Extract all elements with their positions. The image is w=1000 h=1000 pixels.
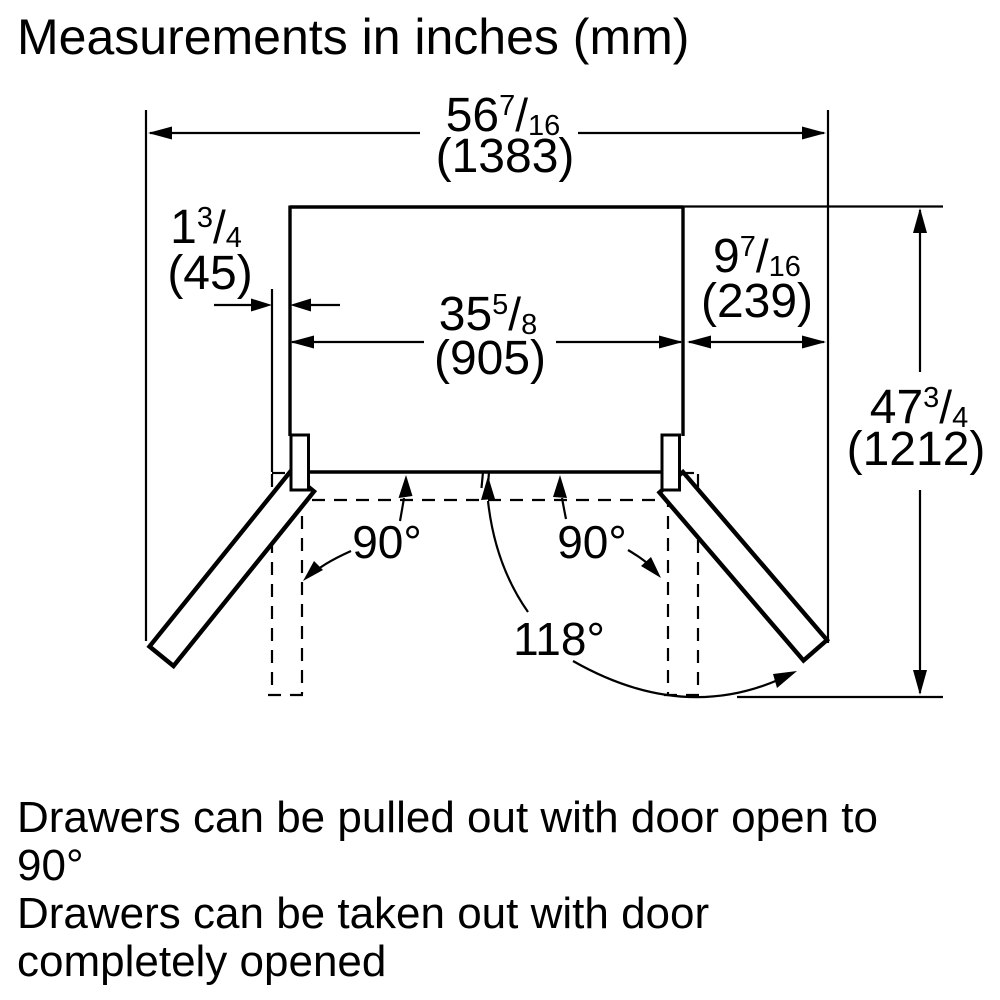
page-title: Measurements in inches (mm) [17, 9, 690, 65]
max-angle-arc-tail [572, 660, 779, 699]
label-left-door-angle: 90° [352, 516, 422, 568]
right-angle-arrow-up-head [553, 475, 567, 498]
label-cabinet-width-inches: 355/8 [439, 288, 537, 341]
extension-lines [144, 110, 943, 699]
left-angle-arrow-up-head [398, 475, 413, 498]
arrowhead-depth-down [913, 670, 927, 695]
hinges [289, 433, 681, 492]
label-protrusion-inches: 13/4 [170, 201, 242, 254]
label-right-door-angle: 90° [557, 516, 627, 568]
right-hinge [660, 433, 681, 492]
label-overall-width-mm: (1383) [436, 130, 575, 183]
arrowhead-overall-left [148, 126, 172, 140]
label-max-opening-angle: 118° [513, 613, 605, 665]
note-line: Drawers can be pulled out with door open… [17, 793, 878, 842]
arrowhead-protrusion-right-point [251, 298, 272, 312]
label-depth-inches: 473/4 [870, 381, 968, 434]
door-swing-dashed-outlines [268, 471, 702, 697]
label-overall-width-inches: 567/16 [446, 89, 561, 142]
left-hinge [289, 433, 310, 492]
label-clearance-mm: (239) [701, 275, 813, 328]
left-angle-arrow-up-tail [398, 497, 406, 522]
right-door-open [656, 468, 831, 664]
max-angle-arrow-up-tail [486, 500, 529, 613]
note-line: 90° [17, 841, 84, 890]
label-cabinet-width-mm: (905) [434, 332, 546, 385]
max-angle-arrow-up-head [481, 476, 495, 500]
dimension-door-protrusion: 13/4 (45) [167, 201, 340, 312]
dimension-depth: 473/4 (1212) [847, 208, 986, 695]
arrowhead-clearance-right [802, 335, 826, 349]
center-seam-tick-left [480, 471, 485, 489]
right-angle-arrow-up-tail [560, 497, 568, 520]
cabinet-outline [288, 205, 685, 493]
max-angle-arc-head [773, 671, 797, 688]
label-depth-mm: (1212) [847, 423, 986, 476]
dimension-overall-width: 567/16 (1383) [148, 89, 826, 183]
angle-annotations: 90° 90° 118° [303, 475, 797, 699]
note-line: completely opened [17, 937, 387, 986]
arrowhead-clearance-left [687, 335, 711, 349]
opened-doors [146, 468, 831, 670]
left-angle-arrow-swing-head [303, 561, 323, 581]
left-door-open [146, 468, 318, 670]
note-line: Drawers can be taken out with door [17, 889, 710, 938]
label-clearance-inches: 97/16 [713, 230, 801, 283]
dimension-door-clearance: 97/16 (239) [687, 230, 826, 349]
dimension-cabinet-width: 355/8 (905) [290, 288, 683, 385]
arrowhead-depth-up [913, 208, 927, 233]
arrowhead-overall-right [802, 126, 826, 140]
label-protrusion-mm: (45) [167, 247, 252, 300]
right-angle-arrow-swing-head [641, 557, 661, 578]
arrowhead-cabinet-right [659, 335, 683, 349]
arrowhead-protrusion-left-point [290, 298, 311, 312]
arrowhead-cabinet-left [290, 335, 314, 349]
notes-block: Drawers can be pulled out with door open… [17, 794, 992, 986]
